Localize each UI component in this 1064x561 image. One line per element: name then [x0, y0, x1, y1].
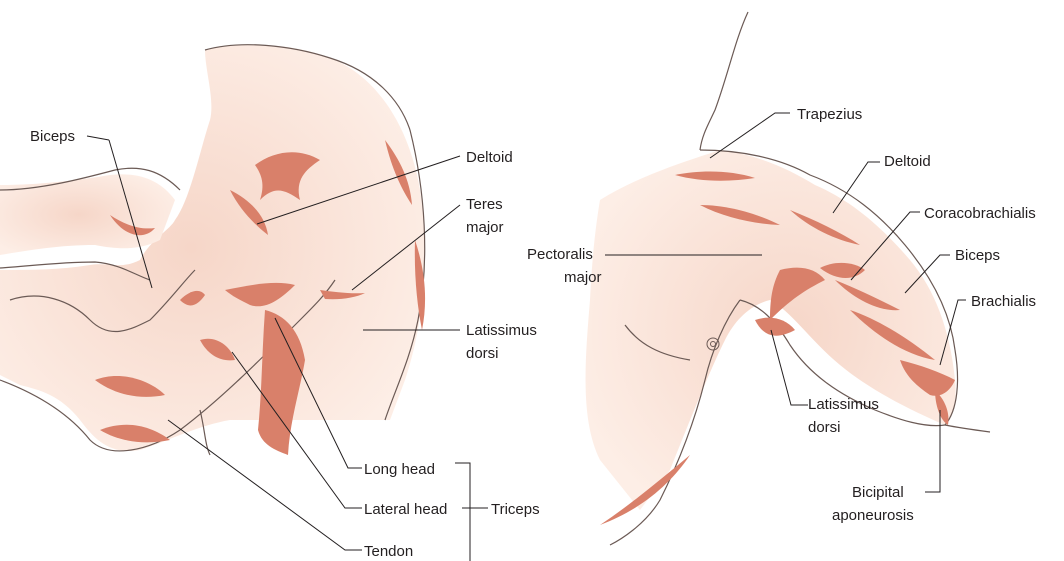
label-teres-major-2: major [466, 219, 504, 236]
label-triceps: Triceps [491, 501, 540, 518]
label-lateral-head: Lateral head [364, 501, 447, 518]
forearm-outline [945, 425, 990, 432]
trapezius-neck-outline [700, 12, 748, 150]
label-pectoralis-2: major [564, 269, 602, 286]
triceps-bracket [455, 463, 470, 561]
label-biceps-left: Biceps [30, 128, 75, 145]
label-latissimus-left-2: dorsi [466, 345, 499, 362]
label-teres-major-1: Teres [466, 196, 503, 213]
left-figure-skin [0, 45, 425, 451]
label-coracobrachialis: Coracobrachialis [924, 205, 1036, 222]
left-forearm-skin [0, 174, 175, 255]
label-tendon: Tendon [364, 543, 413, 560]
right-arm-figure [586, 12, 990, 545]
label-bicipital-1: Bicipital [852, 484, 904, 501]
label-biceps-right: Biceps [955, 247, 1000, 264]
label-long-head: Long head [364, 461, 435, 478]
label-latissimus-right-1: Latissimus [808, 396, 879, 413]
label-pectoralis-1: Pectoralis [527, 246, 593, 263]
left-arm-figure [0, 45, 425, 455]
label-brachialis: Brachialis [971, 293, 1036, 310]
leader-bicipital [925, 410, 940, 492]
label-deltoid-left: Deltoid [466, 149, 513, 166]
leader-biceps-left [87, 136, 109, 140]
label-trapezius: Trapezius [797, 106, 862, 123]
label-latissimus-right-2: dorsi [808, 419, 841, 436]
label-deltoid-right: Deltoid [884, 153, 931, 170]
label-bicipital-2: aponeurosis [832, 507, 914, 524]
lat-shadow-right-2 [755, 318, 795, 336]
label-latissimus-left-1: Latissimus [466, 322, 537, 339]
leader-latissimus-right [771, 330, 808, 405]
